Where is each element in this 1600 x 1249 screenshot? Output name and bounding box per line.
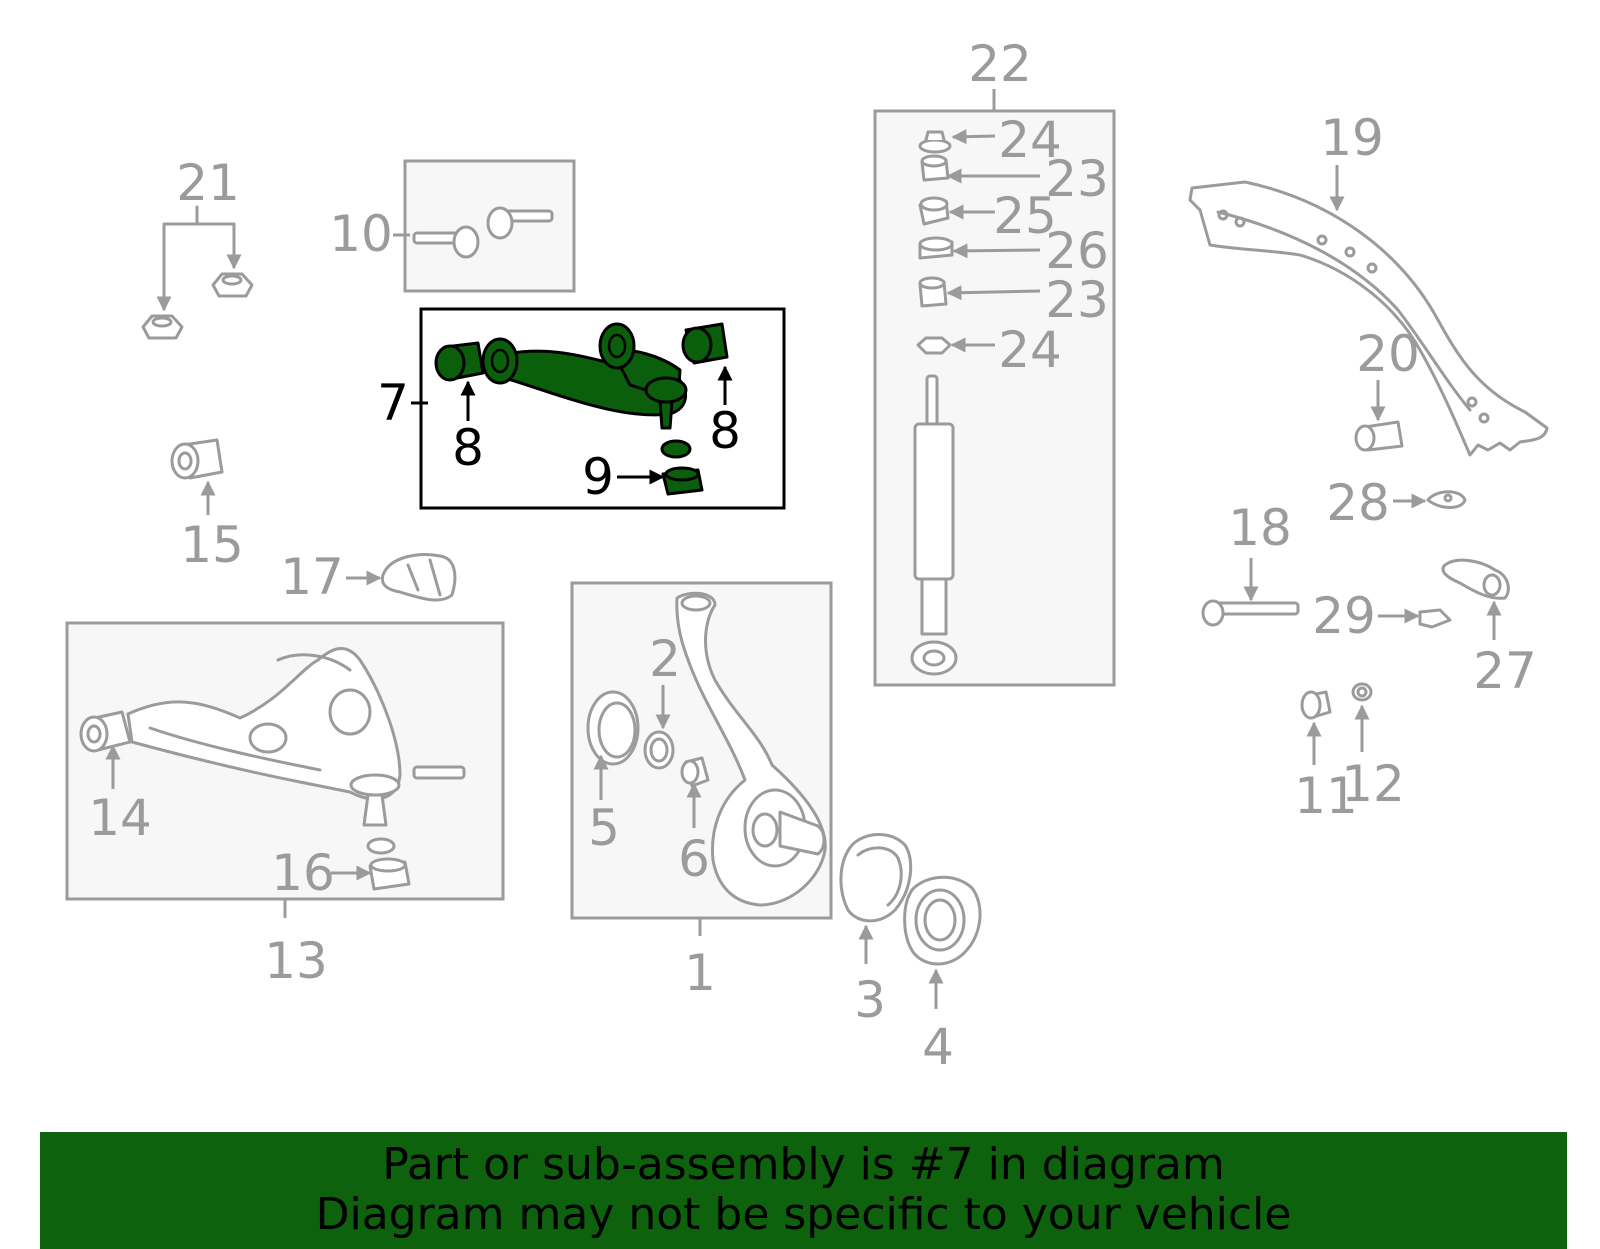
part-3-dust-shield [839,833,913,923]
label-25: 25 [993,187,1057,245]
leader-26 [952,243,1041,259]
label-5: 5 [588,799,620,857]
part-7-upper-control-arm [481,322,688,430]
part-17-bracket [380,553,457,602]
label-23a: 23 [1045,150,1109,208]
label-28: 28 [1326,474,1390,532]
label-8a: 8 [452,419,484,477]
part-23-cushion-bottom [918,276,948,308]
label-7: 7 [377,374,409,432]
label-24a: 24 [998,111,1062,169]
label-21: 21 [176,154,240,212]
part-21-nuts [141,272,254,340]
label-18: 18 [1228,499,1292,557]
label-4: 4 [922,1018,954,1076]
leader-23b [946,285,1041,301]
part-2-ring [643,730,675,770]
part-23-cushion-top [920,154,950,182]
part-28-bracket [1426,490,1467,509]
label-3: 3 [854,971,886,1029]
label-24b: 24 [998,321,1062,379]
label-9: 9 [582,448,614,506]
leader-24a [951,129,996,145]
part-1-knuckle [675,591,827,907]
label-11: 11 [1294,767,1358,825]
part-11-bushing [1300,690,1332,720]
part-8-bushings [434,322,729,382]
label-8b: 8 [709,402,741,460]
label-22: 22 [968,35,1032,93]
label-10: 10 [329,205,393,263]
label-23b: 23 [1045,271,1109,329]
label-6: 6 [678,830,710,888]
shock-absorber [910,374,958,676]
info-banner: Part or sub-assembly is #7 in diagram Di… [40,1132,1567,1249]
part-15-bushing [170,438,224,480]
label-14: 14 [88,789,152,847]
part-13-lower-control-arm [126,647,466,827]
part-14-bushing [79,710,132,753]
label-27: 27 [1473,642,1537,700]
part-6-bushing [680,756,710,788]
part-16-boot [366,837,411,891]
part-10-bolts [412,206,554,259]
part-9-ball-joint-boot [660,439,704,496]
label-19: 19 [1320,109,1384,167]
label-12: 12 [1341,755,1405,813]
label-13: 13 [264,932,328,990]
part-27-bracket [1441,558,1510,600]
banner-line-1: Part or sub-assembly is #7 in diagram [382,1139,1225,1190]
part-5-seal [586,690,640,766]
label-16: 16 [271,844,335,902]
label-15: 15 [180,516,244,574]
part-25-retainer [918,196,950,226]
part-26-bushing [918,236,954,260]
part-29-clip [1418,608,1452,629]
part-12-ring [1351,682,1373,702]
banner-line-2: Diagram may not be specific to your vehi… [315,1189,1292,1240]
label-20: 20 [1356,325,1420,383]
label-26: 26 [1045,222,1109,280]
label-2: 2 [649,630,681,688]
part-24-nut-bottom [916,336,952,355]
part-4-cover [903,875,982,966]
label-29: 29 [1312,587,1376,645]
part-20-bushing [1354,420,1404,452]
label-17: 17 [280,548,344,606]
label-1: 1 [684,944,716,1002]
part-18-bolt [1201,599,1300,627]
part-19-frame [1188,180,1549,457]
part-24-washer-top [918,130,952,154]
